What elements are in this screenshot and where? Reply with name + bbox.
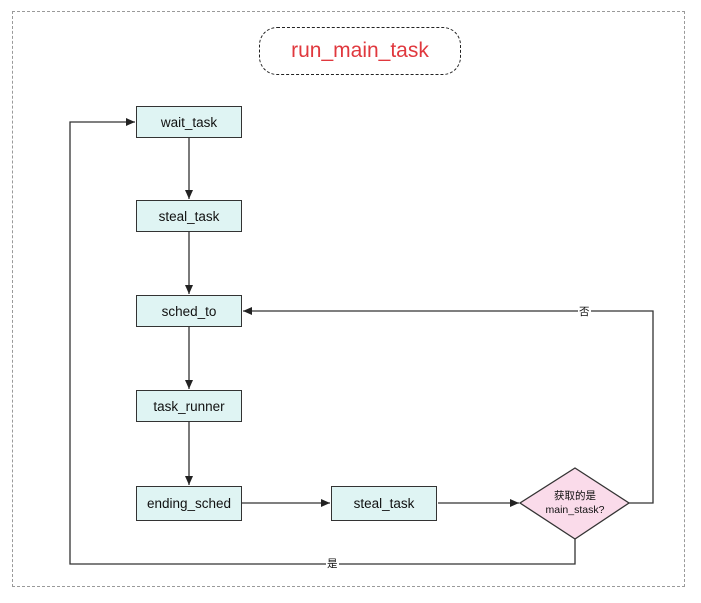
node-wait-task-label: wait_task — [160, 114, 218, 130]
diagram-title-text: run_main_task — [291, 39, 429, 62]
diagram-frame — [12, 11, 685, 587]
decision-label-line1: 获取的是 — [554, 490, 596, 502]
edge-label-no: 否 — [578, 306, 591, 318]
node-ending-sched: ending_sched — [136, 486, 242, 521]
node-task-runner: task_runner — [136, 390, 242, 422]
diagram-title: run_main_task — [259, 27, 461, 75]
decision-label-line2: main_stask? — [545, 504, 605, 516]
node-steal-task-label: steal_task — [158, 208, 220, 224]
edge-decision-no — [243, 307, 654, 504]
decision-diamond — [518, 467, 631, 540]
node-sched-to-label: sched_to — [161, 303, 217, 319]
node-task-runner-label: task_runner — [153, 398, 225, 414]
node-steal-task-2: steal_task — [331, 486, 437, 521]
edge-label-yes: 是 — [326, 558, 339, 570]
node-steal-task-2-label: steal_task — [353, 496, 415, 511]
node-sched-to: sched_to — [136, 295, 242, 327]
node-ending-sched-label: ending_sched — [146, 496, 232, 511]
decision-label: 获取的是 main_stask? — [520, 489, 630, 517]
node-steal-task: steal_task — [136, 200, 242, 232]
edge-decision-yes — [69, 118, 576, 565]
node-wait-task: wait_task — [136, 106, 242, 138]
